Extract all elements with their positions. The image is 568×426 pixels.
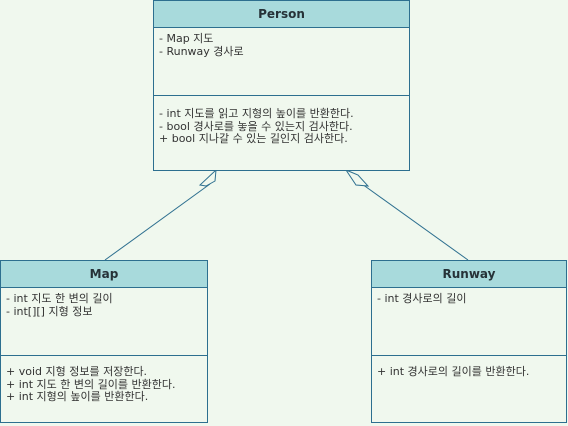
method-item: + void 지형 정보를 저장한다. — [6, 365, 148, 378]
class-runway-title: Runway — [372, 261, 566, 288]
method-item: + int 경사로의 길이를 반환한다. — [377, 365, 530, 378]
class-map-attributes: - int 지도 한 변의 길이 - int[][] 지형 정보 — [1, 288, 207, 318]
method-item: + int 지도 한 변의 길이를 반환한다. — [6, 377, 176, 391]
class-person-methods: - int 지도를 읽고 지형의 높이를 반환한다. - bool 경사로를 놓… — [154, 103, 409, 146]
class-person-divider — [154, 95, 409, 96]
class-map-methods: + void 지형 정보를 저장한다. + int 지도 한 변의 길이를 반환… — [1, 361, 207, 404]
method-item: - bool 경사로를 놓을 수 있는지 검사한다. — [159, 119, 353, 133]
class-runway-divider — [372, 355, 566, 356]
attribute-item: - int 지도 한 변의 길이 — [6, 292, 113, 305]
class-person[interactable]: Person - Map 지도 - Runway 경사로 - int 지도를 읽… — [153, 0, 410, 171]
attribute-item: - int 경사로의 길이 — [377, 292, 467, 305]
attribute-item: - Map 지도 — [159, 32, 214, 45]
aggregation-line-map — [104, 183, 211, 261]
class-runway-methods: + int 경사로의 길이를 반환한다. — [372, 361, 566, 379]
method-item: + bool 지나갈 수 있는 길인지 검사한다. — [159, 132, 348, 145]
method-item: + int 지형의 높이를 반환한다. — [6, 390, 149, 403]
class-map[interactable]: Map - int 지도 한 변의 길이 - int[][] 지형 정보 + v… — [0, 260, 208, 423]
class-map-divider — [1, 355, 207, 356]
class-person-title: Person — [154, 1, 409, 28]
class-person-attributes: - Map 지도 - Runway 경사로 — [154, 28, 409, 58]
aggregation-line-runway — [361, 183, 469, 261]
attribute-item: - int[][] 지형 정보 — [6, 304, 93, 318]
aggregation-diamond-runway — [344, 168, 370, 187]
attribute-item: - Runway 경사로 — [159, 44, 244, 58]
class-runway[interactable]: Runway - int 경사로의 길이 + int 경사로의 길이를 반환한다… — [371, 260, 567, 423]
class-runway-attributes: - int 경사로의 길이 — [372, 288, 566, 306]
method-item: - int 지도를 읽고 지형의 높이를 반환한다. — [159, 107, 354, 120]
aggregation-diamond-map — [198, 168, 217, 187]
class-map-title: Map — [1, 261, 207, 288]
